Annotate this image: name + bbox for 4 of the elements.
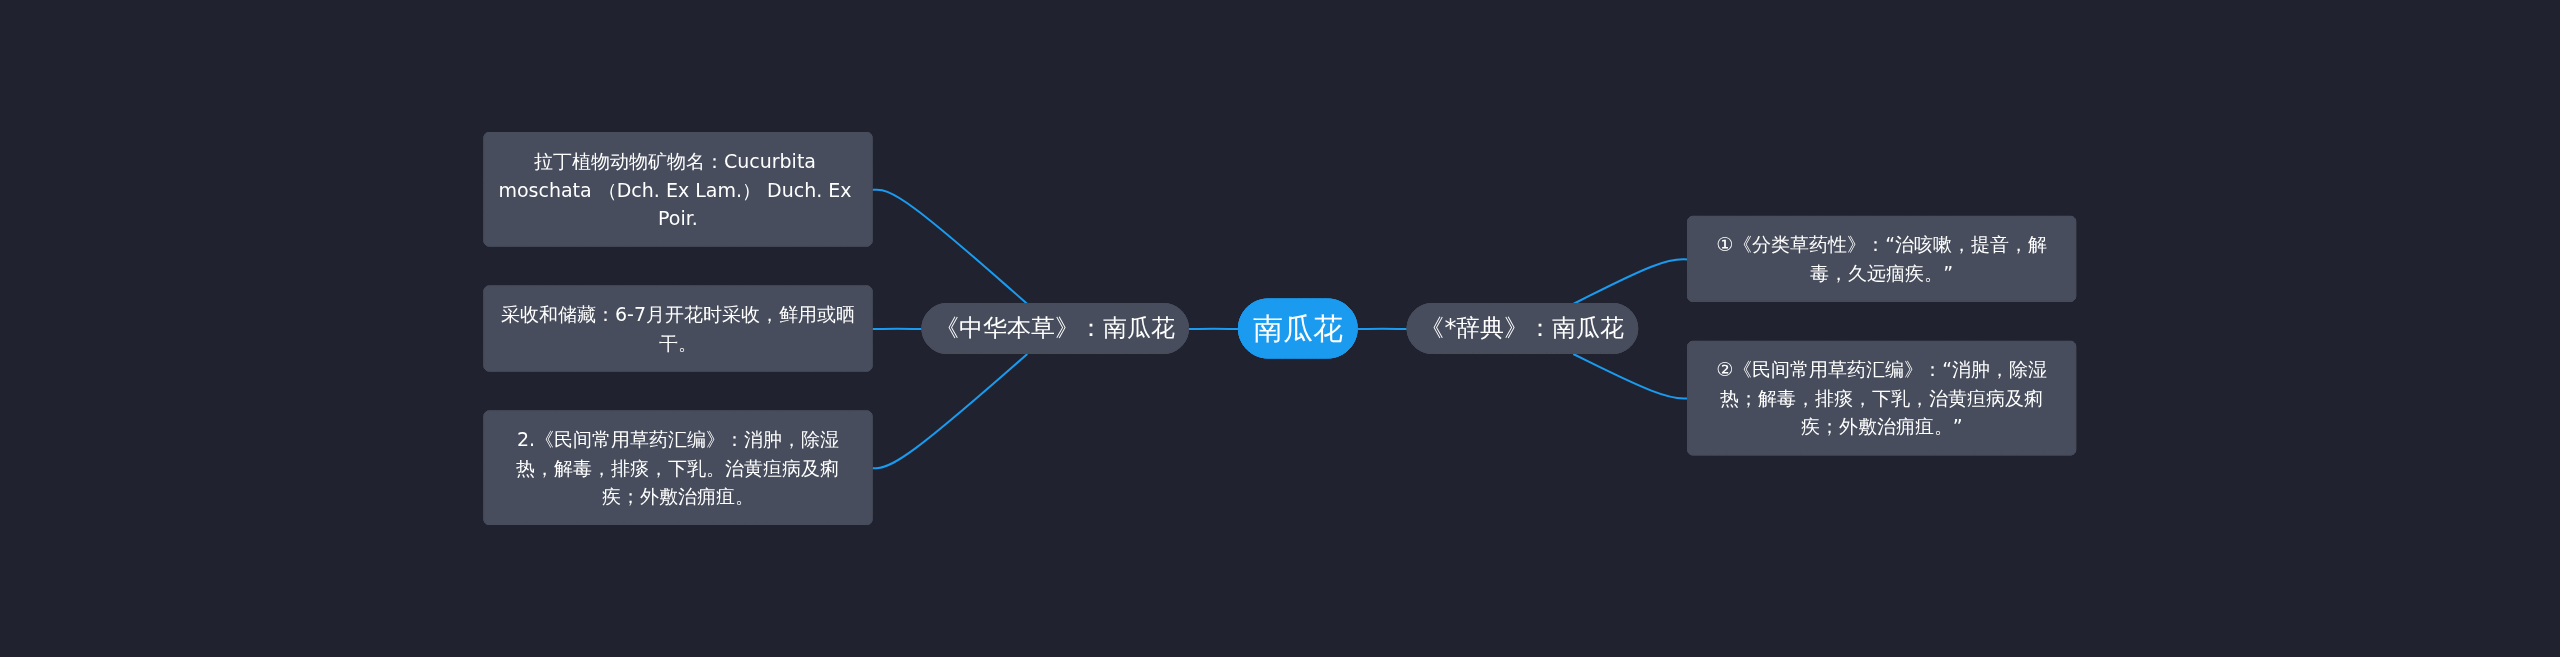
connector xyxy=(871,188,1029,305)
connector xyxy=(1356,327,1409,330)
connector xyxy=(871,353,1029,470)
connector xyxy=(871,327,924,330)
